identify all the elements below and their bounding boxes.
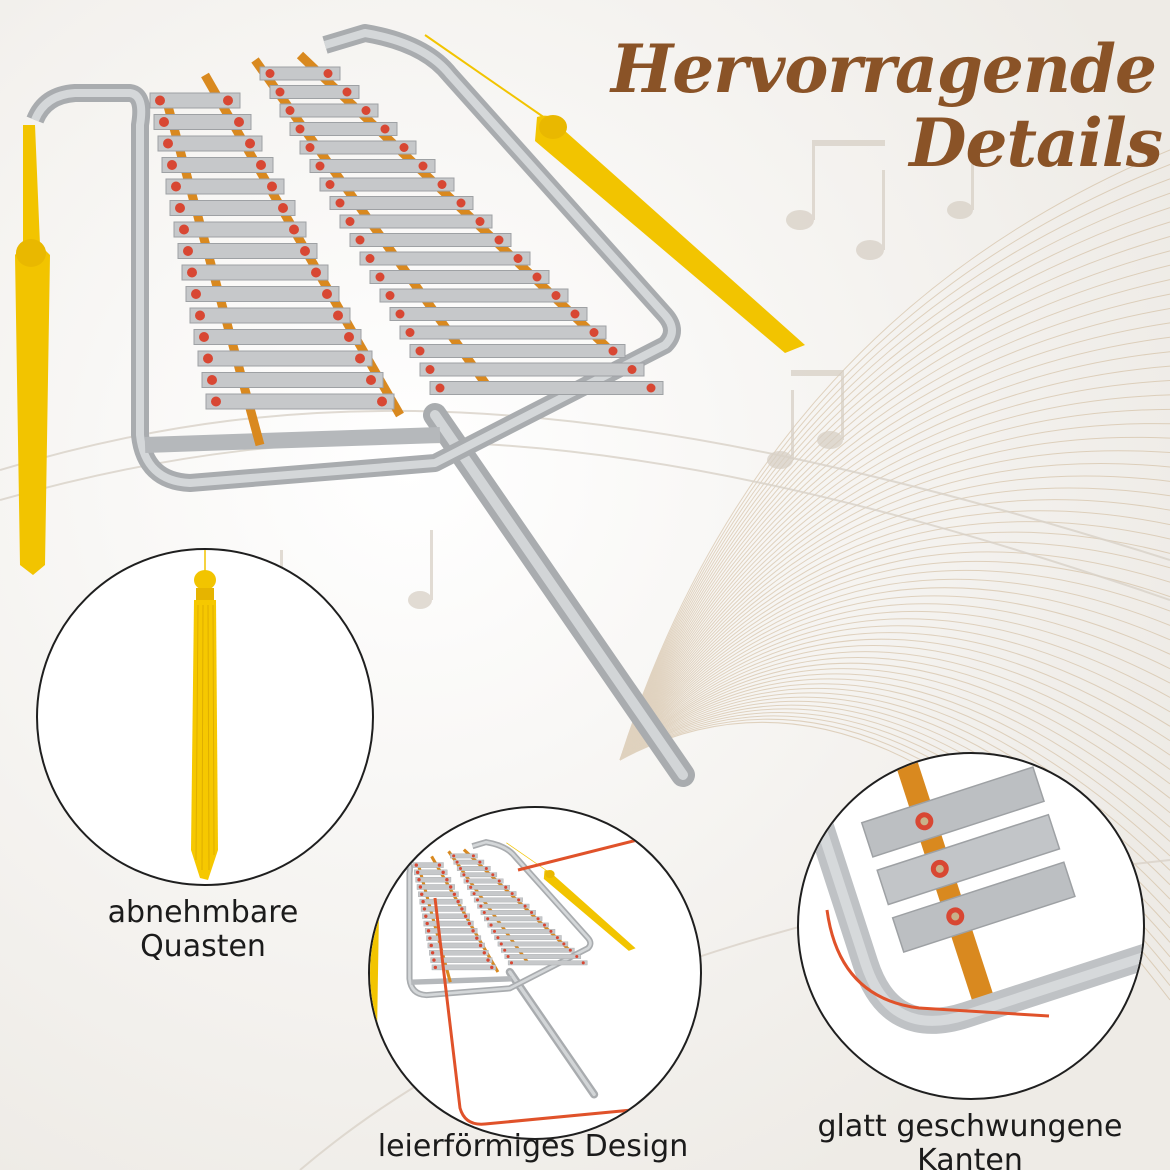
tone-bar	[173, 221, 307, 238]
tone-bar	[289, 122, 398, 136]
tone-bar	[399, 325, 607, 340]
detail-circle-curved-edges	[797, 752, 1145, 1100]
tassel-left	[15, 125, 50, 575]
caption-tassels-line-1: abnehmbare	[107, 895, 299, 930]
tone-bar	[319, 177, 455, 192]
caption-curved-edges-line-1: glatt geschwungene	[817, 1109, 1123, 1144]
tone-bar	[299, 140, 417, 155]
xylophone-main	[15, 24, 805, 787]
tone-bar	[339, 214, 493, 229]
lyre-closeup	[370, 836, 646, 1126]
tone-bar	[185, 286, 340, 302]
tone-bar	[259, 66, 341, 81]
tone-bar	[279, 103, 379, 118]
tone-bar	[484, 916, 543, 922]
edge-closeup	[799, 754, 1143, 1034]
tone-bar	[415, 876, 452, 883]
tone-bar	[494, 935, 562, 941]
tone-bar	[309, 159, 436, 173]
tone-bar	[424, 928, 478, 934]
tone-bar	[450, 853, 478, 859]
tone-bar	[157, 135, 263, 152]
tone-bar	[419, 898, 463, 905]
detail-circle-tassel	[36, 548, 374, 886]
tone-bar	[431, 964, 497, 971]
tone-bar	[463, 878, 504, 884]
tassel-right	[543, 870, 636, 951]
tone-bar	[453, 859, 485, 865]
tone-bar	[329, 196, 474, 210]
tone-bar	[422, 913, 470, 919]
caption-lyre-design: leierförmiges Design	[338, 1130, 728, 1164]
tone-bar	[349, 233, 512, 247]
headline-line-2: Details	[909, 104, 1163, 182]
tone-bar	[197, 350, 373, 367]
tassel-left	[370, 873, 379, 1027]
tone-bar	[389, 307, 588, 321]
tone-bar	[165, 178, 285, 195]
tone-bar	[414, 869, 448, 876]
tone-bar	[409, 344, 626, 358]
tone-bar	[467, 884, 510, 890]
caption-curved-edges-line-2: Kanten	[917, 1143, 1023, 1170]
tone-bar	[420, 906, 467, 912]
tone-bar	[359, 251, 531, 266]
tone-bar	[379, 288, 569, 303]
tone-bar	[501, 947, 575, 953]
tone-bar	[490, 928, 556, 934]
tone-bar	[487, 922, 549, 928]
tone-bar	[477, 903, 530, 909]
tone-bar	[429, 381, 664, 395]
tone-bar	[430, 957, 493, 963]
tone-bar	[177, 243, 318, 259]
tone-bar	[456, 866, 491, 871]
tone-bar	[418, 891, 459, 898]
tone-bar	[419, 362, 645, 377]
caption-lyre-design-line-1: leierförmiges Design	[377, 1129, 689, 1164]
tone-bar	[426, 935, 482, 941]
tone-bar	[193, 329, 362, 345]
headline-line-1: Hervorragende	[610, 30, 1157, 108]
tone-bar	[480, 910, 536, 915]
tone-bar	[427, 942, 485, 949]
tone-bar	[181, 264, 329, 281]
caption-curved-edges: glatt geschwungene Kanten	[790, 1110, 1150, 1170]
tone-bar	[201, 372, 384, 388]
tassel-closeup	[191, 550, 218, 880]
tone-bar	[460, 872, 498, 878]
tone-bar	[149, 92, 241, 109]
tone-bar	[416, 884, 455, 890]
caption-tassels-line-2: Quasten	[140, 929, 266, 964]
tone-bar	[504, 954, 582, 959]
tone-bar	[497, 941, 569, 947]
tassel-right	[535, 115, 805, 353]
caption-tassels: abnehmbare Quasten	[36, 896, 370, 964]
tone-bar	[189, 307, 351, 324]
tone-bar	[423, 920, 474, 927]
tone-bar	[169, 200, 296, 216]
tone-bar	[369, 270, 550, 284]
tone-bar	[205, 393, 395, 410]
tone-bar	[269, 85, 360, 99]
tone-bar	[473, 897, 523, 903]
tone-bar	[161, 157, 274, 173]
tone-bar	[507, 960, 588, 966]
detail-circle-lyre-shape	[368, 806, 702, 1140]
tone-bar	[412, 862, 444, 868]
tone-bar	[153, 114, 252, 130]
tone-bar	[429, 950, 489, 956]
tone-bar	[470, 891, 517, 897]
